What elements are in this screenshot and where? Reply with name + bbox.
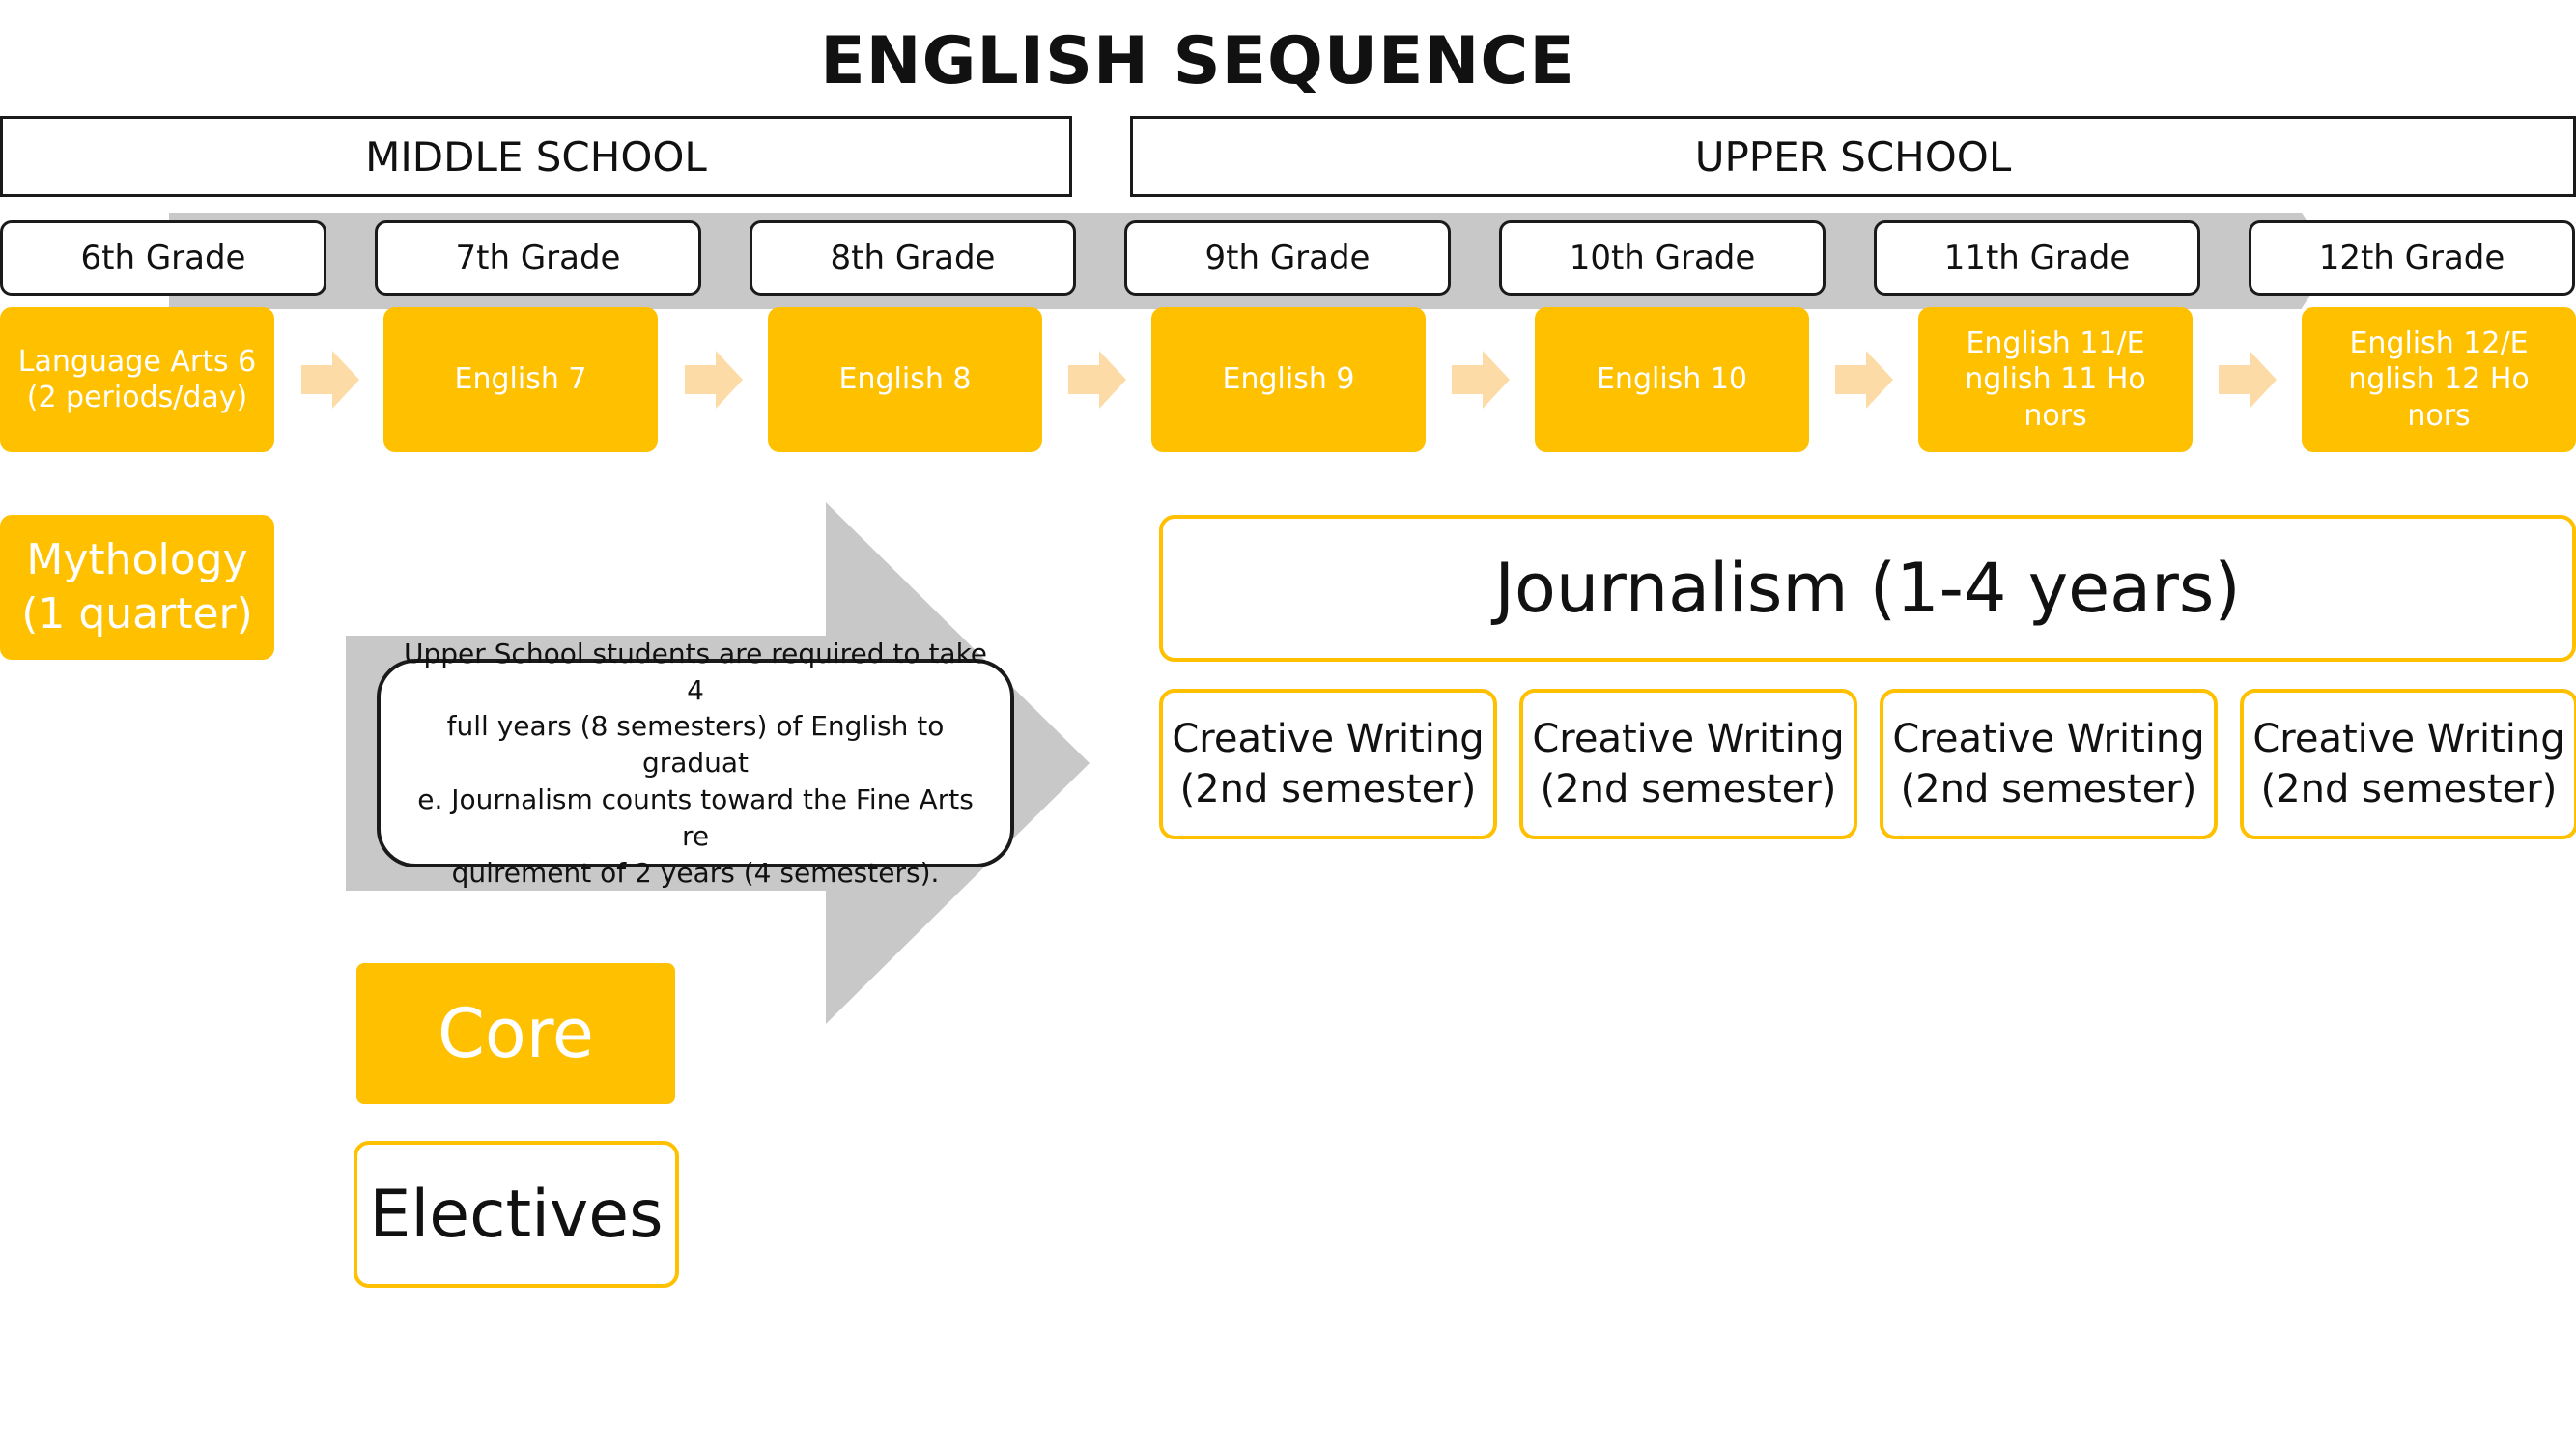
grade-11-header: 11th Grade: [1874, 220, 2200, 296]
course-english-10: English 10: [1535, 307, 1809, 452]
course-line: Mythology: [26, 534, 248, 584]
course-line: Creative Writing: [1172, 717, 1485, 761]
note-line: full years (8 semesters) of English to g…: [446, 710, 945, 780]
course-english-9: English 9: [1151, 307, 1426, 452]
elective-creative-writing: Creative Writing (2nd semester): [1880, 689, 2218, 839]
grade-8-header: 8th Grade: [750, 220, 1076, 296]
grade-12-header: 12th Grade: [2249, 220, 2575, 296]
course-mythology: Mythology(1 quarter): [0, 515, 274, 660]
middle-school-header: MIDDLE SCHOOL: [0, 116, 1072, 197]
elective-creative-writing: Creative Writing (2nd semester): [1159, 689, 1497, 839]
course-line: English 11/E: [1966, 326, 2145, 360]
chevron-right-icon: [1068, 351, 1126, 409]
course-line: (2nd semester): [1540, 767, 1837, 811]
chevron-right-icon: [685, 351, 743, 409]
grade-7-header: 7th Grade: [375, 220, 701, 296]
chevron-right-icon: [1835, 351, 1893, 409]
course-line: English 12/E: [2349, 326, 2529, 360]
elective-creative-writing: Creative Writing (2nd semester): [1519, 689, 1857, 839]
course-line: nors: [2024, 398, 2087, 433]
chevron-right-icon: [1452, 351, 1510, 409]
course-line: (2nd semester): [1900, 767, 2197, 811]
course-line: (1 quarter): [21, 589, 253, 639]
course-line: (2 periods/day): [26, 381, 248, 414]
upper-school-header: UPPER SCHOOL: [1130, 116, 2576, 197]
grade-10-header: 10th Grade: [1499, 220, 1826, 296]
course-line: nors: [2407, 398, 2471, 433]
chevron-right-icon: [2219, 351, 2277, 409]
grade-6-header: 6th Grade: [0, 220, 326, 296]
course-line: nglish 12 Ho: [2348, 362, 2530, 397]
grade-9-header: 9th Grade: [1124, 220, 1451, 296]
note-line: quirement of 2 years (4 semesters).: [451, 856, 940, 889]
page-title: ENGLISH SEQUENCE: [820, 22, 1575, 99]
note-line: e. Journalism counts toward the Fine Art…: [417, 782, 974, 852]
course-line: (2nd semester): [2260, 767, 2558, 811]
course-line: (2nd semester): [1179, 767, 1477, 811]
note-line: Upper School students are required to ta…: [403, 637, 988, 706]
legend-core: Core: [356, 963, 675, 1104]
legend-electives: Electives: [354, 1141, 679, 1288]
chevron-right-icon: [301, 351, 359, 409]
course-language-arts-6: Language Arts 6(2 periods/day): [0, 307, 274, 452]
course-line: nglish 11 Ho: [1965, 362, 2146, 397]
requirement-note: Upper School students are required to ta…: [377, 638, 1014, 889]
course-line: Creative Writing: [1532, 717, 1845, 761]
course-line: Language Arts 6: [17, 344, 257, 379]
course-line: Creative Writing: [1892, 717, 2205, 761]
course-english-8: English 8: [768, 307, 1042, 452]
elective-journalism: Journalism (1-4 years): [1159, 515, 2576, 662]
course-line: Creative Writing: [2252, 717, 2565, 761]
course-english-7: English 7: [383, 307, 658, 452]
elective-creative-writing: Creative Writing (2nd semester): [2240, 689, 2576, 839]
